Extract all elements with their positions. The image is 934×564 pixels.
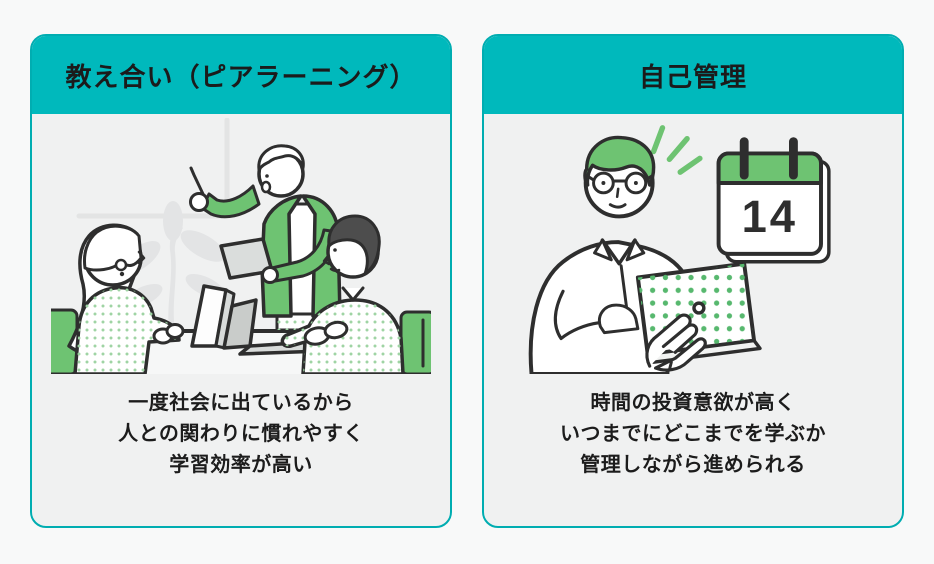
description-line: 学習効率が高い [169,454,313,476]
card-self-management: 自己管理 [482,34,904,528]
chair-right [399,310,431,374]
description-line: いつまでにどこまでを学ぶか [560,423,826,445]
description-line: 時間の投資意欲が高く [590,392,796,414]
peer-learning-scene [51,118,431,374]
description-line: 管理しながら進められる [580,454,806,476]
person-woman [67,223,185,374]
typing-hand [598,303,640,335]
self-management-scene: 14 [528,125,831,374]
person-seated-man [280,214,405,374]
description-line: 一度社会に出ているから [128,392,354,414]
calendar-icon: 14 [716,137,831,264]
card-self-management-description: 時間の投資意欲が高く いつまでにどこまでを学ぶか 管理しながら進められる [560,388,826,481]
card-title: 自己管理 [638,61,747,92]
card-peer-learning-header: 教え合い（ピアラーニング） [32,36,450,114]
self-management-illustration: 14 [503,118,883,374]
card-self-management-body: 14 [484,114,902,481]
pen-icon [189,166,205,196]
card-peer-learning-body: 一度社会に出ているから 人との関わりに慣れやすく 学習効率が高い [32,114,450,481]
calendar-day: 14 [742,191,798,242]
person-self-managed-man [528,135,762,374]
card-peer-learning-description: 一度社会に出ているから 人との関わりに慣れやすく 学習効率が高い [118,388,364,481]
sparkle-icon [650,125,703,175]
card-self-management-header: 自己管理 [484,36,902,114]
holding-hand [645,313,707,372]
laptop-woman [190,284,236,350]
card-peer-learning: 教え合い（ピアラーニング） [30,34,452,528]
glasses-icon [586,171,654,195]
card-title: 教え合い（ピアラーニング） [65,61,417,92]
description-line: 人との関わりに慣れやすく [118,423,364,445]
peer-learning-illustration [51,118,431,374]
green-hair [583,135,656,187]
